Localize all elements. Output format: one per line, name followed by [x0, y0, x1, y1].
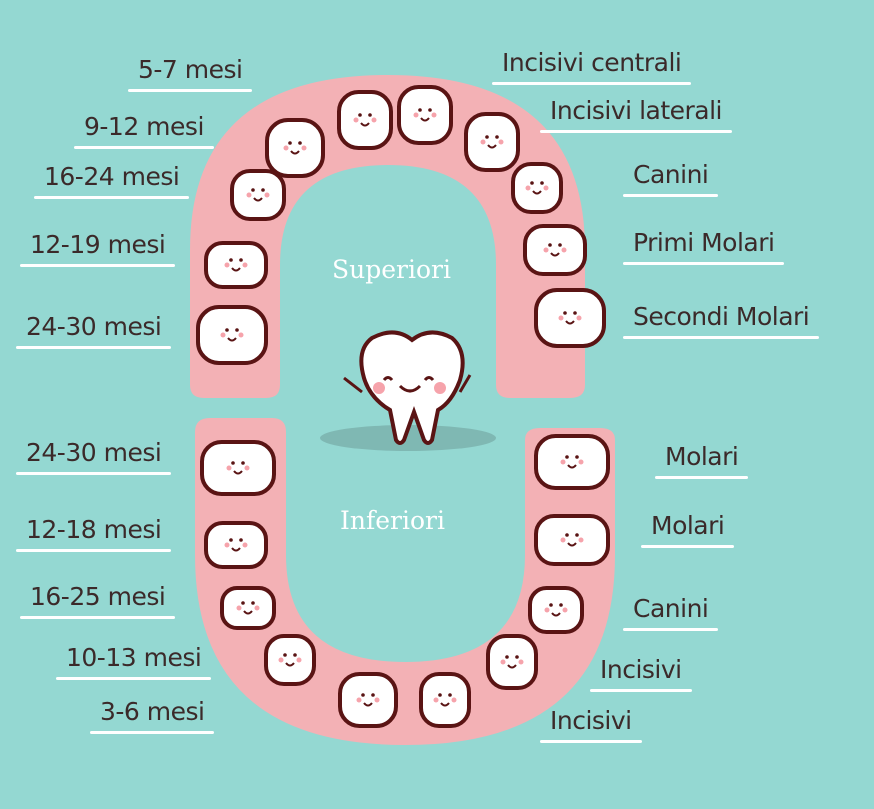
- underline: [16, 346, 172, 349]
- underline: [16, 549, 172, 552]
- label-text: Canini: [633, 594, 709, 623]
- tooth-icon: [534, 434, 610, 490]
- tooth-icon: [511, 162, 563, 214]
- upper-right-label: Secondi Molari: [623, 302, 820, 339]
- upper-left-label: 5-7 mesi: [128, 55, 253, 92]
- underline: [74, 146, 214, 149]
- mascot-tooth-icon: [343, 330, 472, 445]
- lower-right-label: Molari: [655, 442, 749, 479]
- tooth-icon: [523, 224, 587, 276]
- tooth-icon: [397, 85, 453, 145]
- label-text: Primi Molari: [633, 228, 775, 257]
- label-text: Incisivi: [550, 706, 632, 735]
- upper-left-label: 9-12 mesi: [74, 112, 214, 149]
- underline: [623, 194, 719, 197]
- label-text: 16-25 mesi: [30, 582, 166, 611]
- upper-arch-title: Superiori: [332, 255, 451, 284]
- lower-right-label: Incisivi: [590, 655, 692, 692]
- underline: [56, 677, 212, 680]
- label-text: 16-24 mesi: [44, 162, 180, 191]
- label-text: 9-12 mesi: [84, 112, 204, 141]
- label-text: Incisivi: [600, 655, 682, 684]
- tooth-icon: [338, 672, 398, 728]
- label-text: Molari: [651, 511, 725, 540]
- underline: [540, 130, 733, 133]
- label-text: 24-30 mesi: [26, 312, 162, 341]
- tooth-icon: [486, 634, 538, 690]
- label-text: Incisivi centrali: [502, 48, 682, 77]
- tooth-icon: [337, 90, 393, 150]
- tooth-icon: [419, 672, 471, 728]
- tooth-icon: [230, 169, 286, 221]
- label-text: 12-19 mesi: [30, 230, 166, 259]
- upper-right-label: Canini: [623, 160, 719, 197]
- lower-right-label: Incisivi: [540, 706, 642, 743]
- label-text: 24-30 mesi: [26, 438, 162, 467]
- lower-left-label: 12-18 mesi: [16, 515, 172, 552]
- underline: [128, 89, 253, 92]
- underline: [20, 264, 176, 267]
- lower-arch-title: Inferiori: [340, 506, 445, 535]
- label-text: 12-18 mesi: [26, 515, 162, 544]
- underline: [34, 196, 190, 199]
- tooth-icon: [204, 521, 268, 569]
- lower-right-label: Canini: [623, 594, 719, 631]
- label-text: 3-6 mesi: [100, 697, 205, 726]
- label-text: Secondi Molari: [633, 302, 810, 331]
- tooth-icon: [220, 586, 276, 630]
- upper-left-label: 16-24 mesi: [34, 162, 190, 199]
- tooth-icon: [534, 288, 606, 348]
- underline: [590, 689, 692, 692]
- tooth-icon: [534, 514, 610, 566]
- upper-right-label: Incisivi centrali: [492, 48, 692, 85]
- tooth-icon: [265, 118, 325, 178]
- label-text: Canini: [633, 160, 709, 189]
- underline: [16, 472, 172, 475]
- underline: [623, 336, 820, 339]
- tooth-icon: [204, 241, 268, 289]
- underline: [20, 616, 176, 619]
- tooth-icon: [196, 305, 268, 365]
- tooth-icon: [464, 112, 520, 172]
- underline: [540, 740, 642, 743]
- underline: [623, 262, 785, 265]
- lower-right-label: Molari: [641, 511, 735, 548]
- label-text: Incisivi laterali: [550, 96, 723, 125]
- tooth-icon: [200, 440, 276, 496]
- upper-right-label: Incisivi laterali: [540, 96, 733, 133]
- tooth-icon: [528, 586, 584, 634]
- upper-right-label: Primi Molari: [623, 228, 785, 265]
- underline: [90, 731, 215, 734]
- mascot-shadow: [320, 425, 496, 451]
- label-text: 10-13 mesi: [66, 643, 202, 672]
- lower-left-label: 24-30 mesi: [16, 438, 172, 475]
- underline: [655, 476, 749, 479]
- lower-left-label: 10-13 mesi: [56, 643, 212, 680]
- lower-left-label: 16-25 mesi: [20, 582, 176, 619]
- tooth-icon: [264, 634, 316, 686]
- upper-left-label: 24-30 mesi: [16, 312, 172, 349]
- lower-left-label: 3-6 mesi: [90, 697, 215, 734]
- underline: [641, 545, 735, 548]
- label-text: 5-7 mesi: [138, 55, 243, 84]
- upper-left-label: 12-19 mesi: [20, 230, 176, 267]
- underline: [492, 82, 692, 85]
- label-text: Molari: [665, 442, 739, 471]
- underline: [623, 628, 719, 631]
